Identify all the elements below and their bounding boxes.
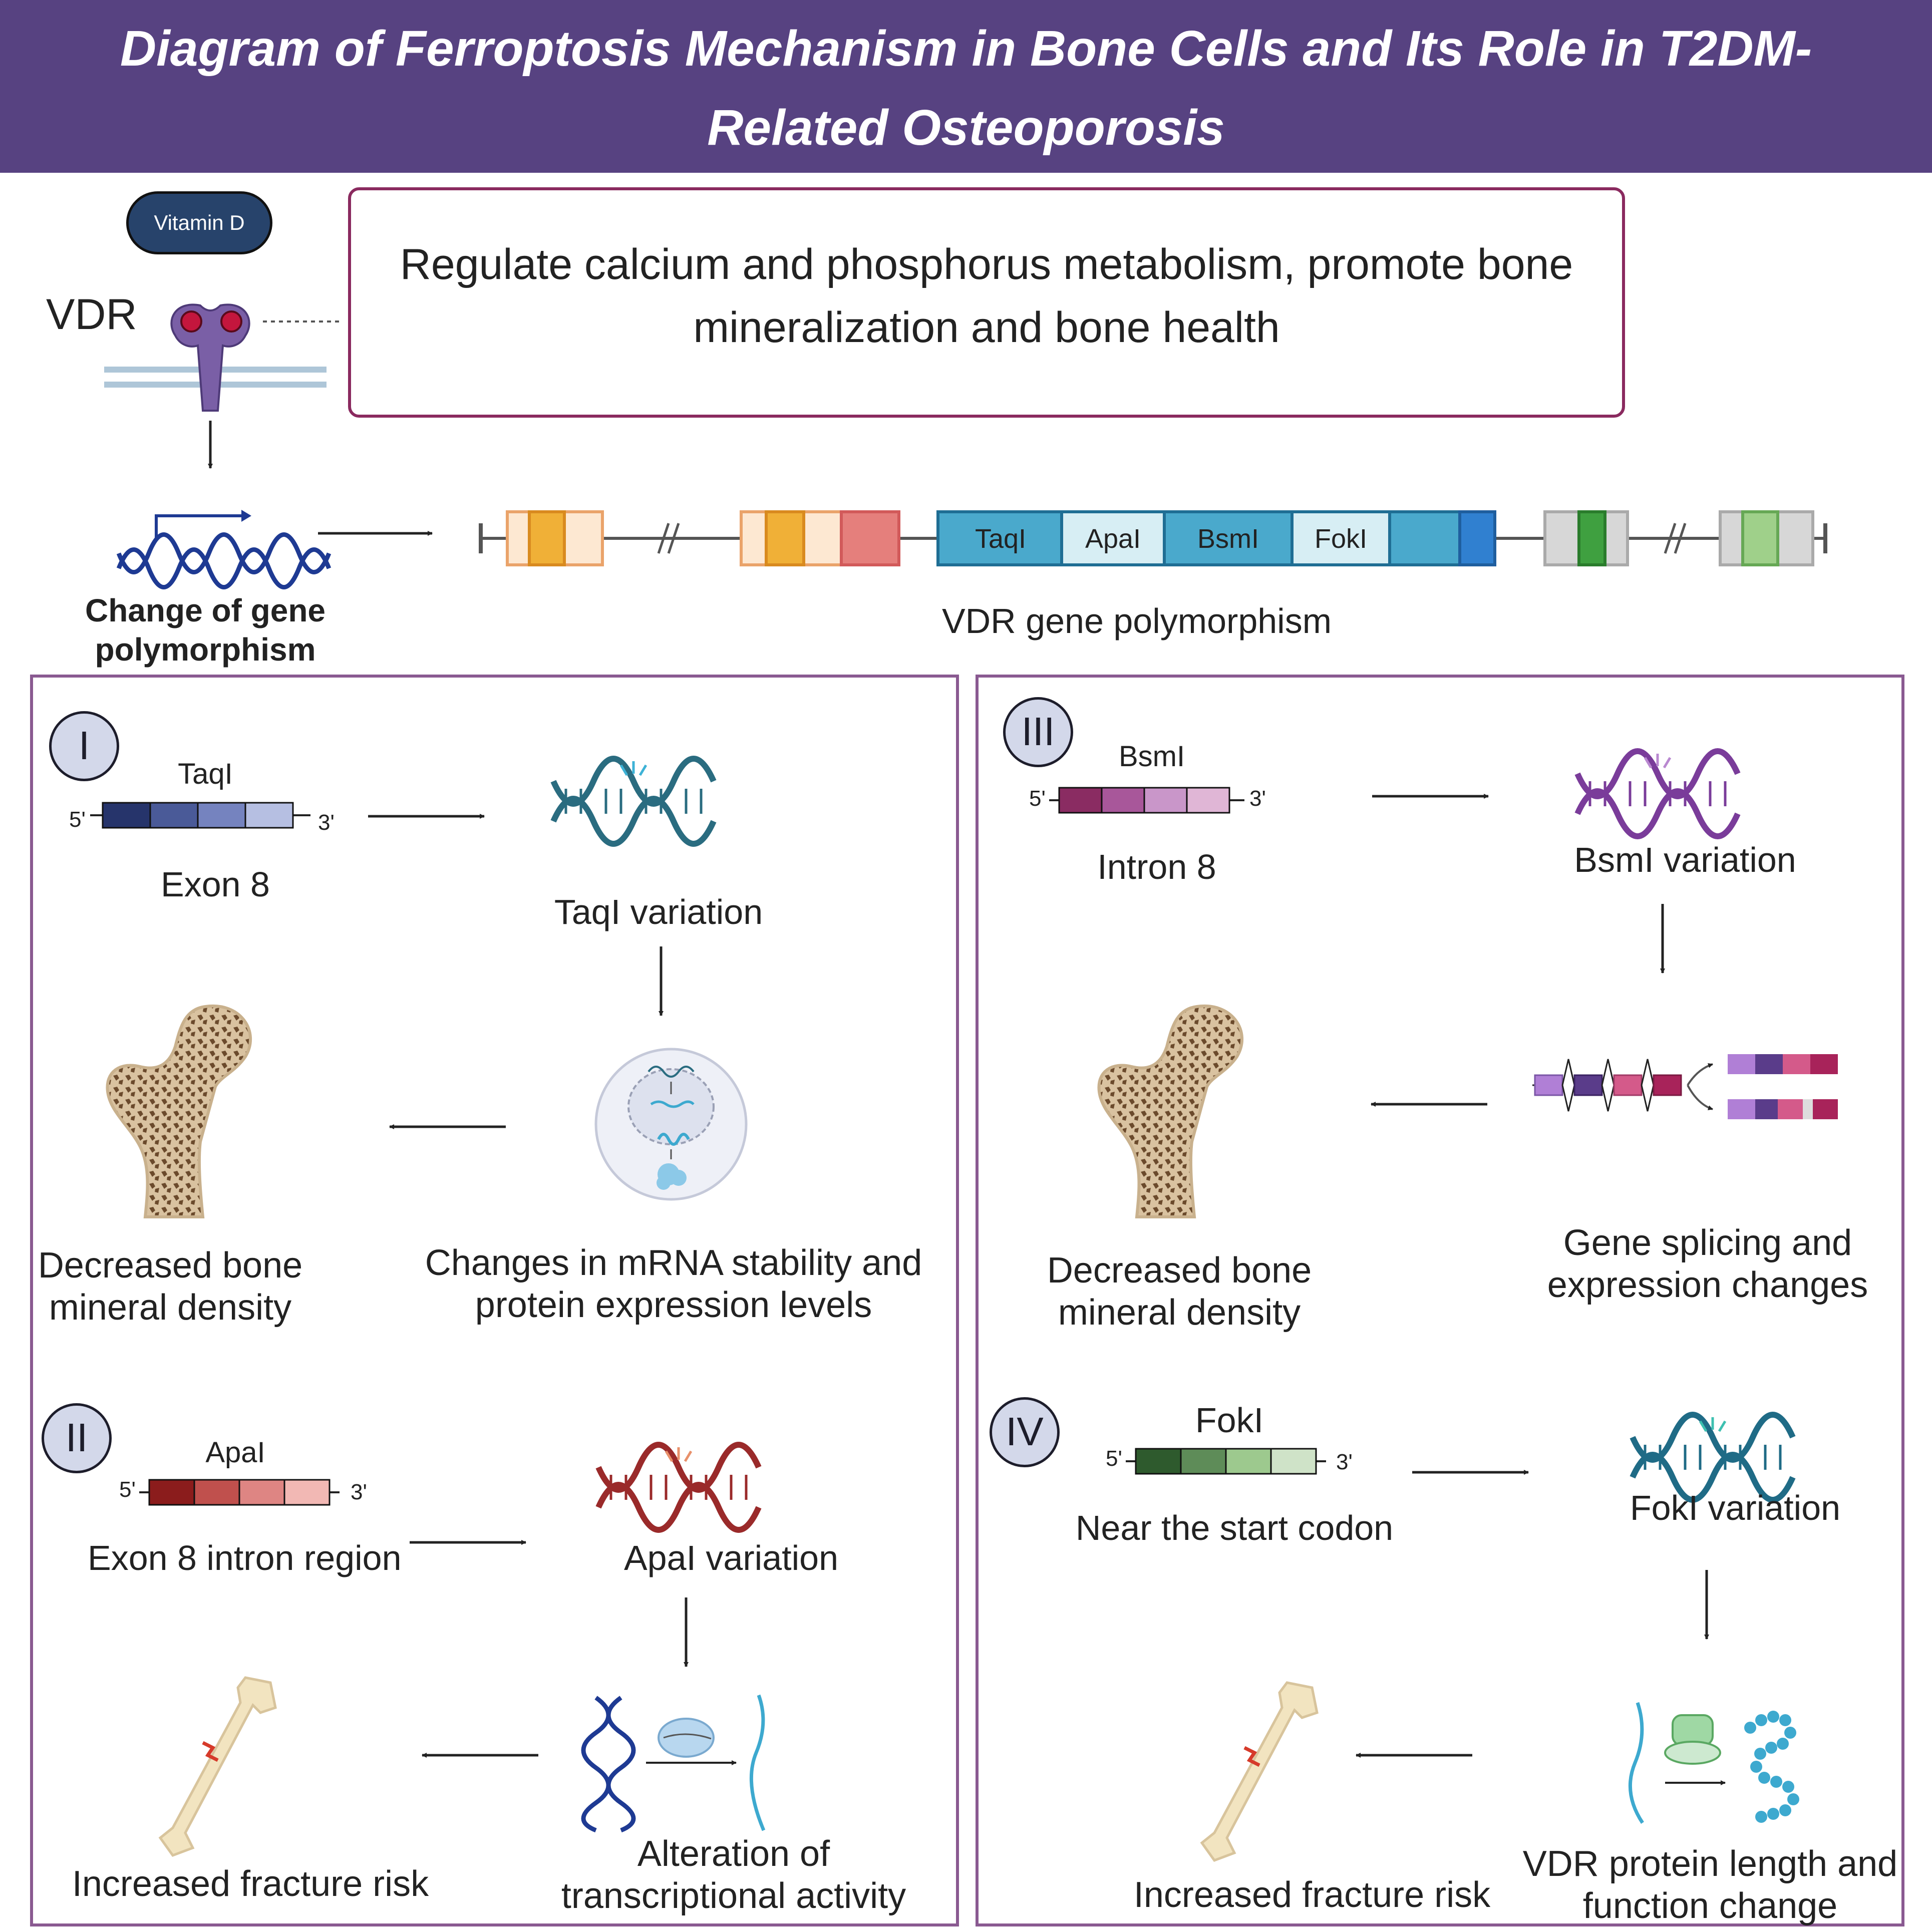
p1-dna-variation-icon [550, 756, 717, 847]
p3-arrow-1 [1372, 794, 1489, 799]
vdr-gene-diagram [479, 510, 1827, 566]
p1-region: Exon 8 [161, 865, 270, 904]
p2-five-prime: 5' [119, 1477, 136, 1502]
translation-icon [1628, 1702, 1799, 1824]
arrow-right [318, 531, 433, 536]
p2-exon-bar [139, 1479, 340, 1506]
panel-number-3: III [1003, 697, 1073, 767]
p4-outcome: Increased fracture risk [1133, 1875, 1491, 1915]
femur-icon-2 [1097, 1004, 1243, 1218]
p3-arrow-3 [1371, 1102, 1487, 1107]
fractured-bone-icon [158, 1676, 277, 1857]
gene-caption: VDR gene polymorphism [941, 601, 1332, 640]
panel-number-4: IV [990, 1397, 1060, 1467]
dna-promoter-icon [116, 510, 332, 589]
p3-region: Intron 8 [1097, 847, 1216, 886]
p1-outcome: Decreased bone mineral density [38, 1245, 303, 1328]
p1-variation: TaqI variation [554, 892, 763, 931]
p3-variation: BsmI variation [1574, 840, 1796, 879]
function-box [348, 187, 1625, 418]
p4-five-prime: 5' [1106, 1446, 1122, 1471]
p4-site-label: FokI [1195, 1401, 1264, 1440]
transcription-icon [581, 1694, 766, 1833]
p3-dna-variation-icon [1574, 748, 1741, 839]
p3-arrow-2 [1660, 904, 1665, 974]
p2-outcome: Increased fracture risk [72, 1864, 429, 1904]
p1-site-label: TaqI [178, 758, 233, 790]
p1-arrow-3 [389, 1124, 506, 1129]
vdr-label: VDR [46, 290, 137, 339]
fractured-bone-icon-2 [1200, 1681, 1319, 1862]
p2-dna-variation-icon [595, 1442, 762, 1533]
p3-exon-bar [1049, 787, 1244, 814]
p2-region: Exon 8 intron region [88, 1538, 402, 1577]
p4-region: Near the start codon [1075, 1508, 1394, 1547]
panel-number-1: I [49, 711, 119, 781]
p3-five-prime: 5' [1029, 786, 1046, 811]
panel-right [976, 675, 1904, 1926]
p4-arrow-3 [1356, 1753, 1472, 1758]
vitamin-d-pill: Vitamin D [126, 191, 272, 254]
p4-dna-variation-icon [1630, 1412, 1796, 1503]
p2-three-prime: 3' [351, 1480, 367, 1504]
page-title: Diagram of Ferroptosis Mechanism in Bone… [120, 21, 1812, 156]
vdr-receptor-icon [104, 303, 343, 412]
p4-arrow-1 [1412, 1470, 1529, 1475]
p2-variation: ApaI variation [623, 1538, 839, 1577]
p1-exon-bar [90, 802, 310, 829]
p1-arrow-2 [659, 946, 664, 1016]
femur-icon [106, 1004, 252, 1218]
cell-expression-icon [594, 1048, 748, 1201]
p2-arrow-3 [422, 1753, 538, 1758]
p3-outcome: Decreased bone mineral density [1047, 1250, 1312, 1333]
gene-site-foki: FokI [1314, 524, 1368, 554]
gene-site-apai: ApaI [1085, 524, 1141, 554]
splicing-icon [1532, 1054, 1838, 1119]
p1-mechanism: Changes in mRNA stability and protein ex… [425, 1243, 922, 1325]
gene-site-bsmi: BsmI [1197, 524, 1259, 554]
p4-variation: FokI variation [1630, 1488, 1841, 1527]
p1-five-prime: 5' [69, 807, 86, 832]
p3-mechanism: Gene splicing and expression changes [1547, 1223, 1868, 1305]
p4-arrow-2 [1704, 1570, 1709, 1640]
p3-three-prime: 3' [1249, 786, 1266, 811]
p3-site-label: BsmI [1118, 740, 1185, 773]
vitamin-d-label: Vitamin D [154, 211, 245, 234]
gene-site-taqi: TaqI [975, 524, 1027, 554]
p2-mechanism: Alteration of transcriptional activity [561, 1834, 906, 1916]
arrow-down [208, 421, 213, 469]
p1-three-prime: 3' [318, 810, 335, 835]
p2-arrow-1 [410, 1540, 526, 1545]
panel-number-2: II [42, 1403, 112, 1473]
p2-arrow-2 [684, 1597, 689, 1667]
title-banner [0, 0, 1932, 173]
p1-arrow-1 [368, 814, 485, 819]
p4-exon-bar [1126, 1448, 1326, 1475]
gene-change-label: Change of gene polymorphism [85, 592, 326, 668]
p4-mechanism: VDR protein length and function change [1522, 1844, 1898, 1926]
panel-left [30, 675, 959, 1926]
p2-site-label: ApaI [205, 1436, 265, 1469]
p4-three-prime: 3' [1336, 1450, 1353, 1474]
function-text: Regulate calcium and phosphorus metaboli… [400, 240, 1573, 352]
